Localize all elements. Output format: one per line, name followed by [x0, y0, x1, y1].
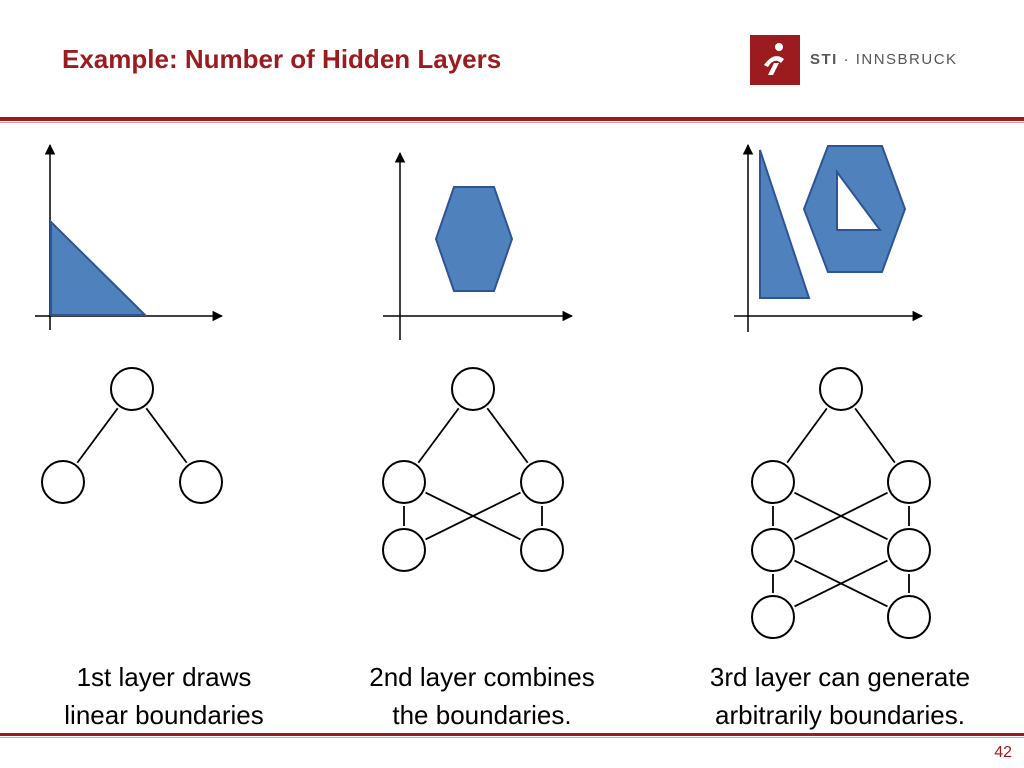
slide-title: Example: Number of Hidden Layers — [62, 44, 502, 74]
panel-1-edge-0-1 — [145, 407, 188, 464]
panel-2-hexagon-region — [434, 186, 514, 292]
page-number: 42 — [994, 744, 1012, 761]
panel-3-node-2-0 — [751, 528, 795, 572]
panel-2-axes — [383, 151, 574, 340]
header-rule — [0, 117, 1024, 121]
panel-2-edge-x-1-b — [425, 491, 521, 541]
panel-2-node-1-1 — [520, 460, 564, 504]
panel-2-edge-0-1 — [486, 407, 529, 464]
panel-2-caption: 2nd layer combines the boundaries. — [322, 658, 642, 734]
panel-3-axes — [734, 143, 924, 332]
panel-3-edge-x-2-b — [794, 559, 888, 608]
panel-2-caption-line-1: 2nd layer combines — [369, 662, 595, 692]
panel-2-node-2-0 — [382, 528, 426, 572]
panel-3-hexagon-with-hole-region — [802, 145, 907, 273]
panel-1-caption: 1st layer draws linear boundaries — [4, 658, 324, 734]
panel-1-caption-line-2: linear boundaries — [64, 700, 264, 730]
panel-1-node-1-0 — [41, 460, 85, 504]
panel-2-edge-0-0 — [417, 407, 460, 464]
panel-3-edge-0-1 — [854, 407, 896, 464]
sti-logo-wordmark: STI · INNSBRUCK — [810, 51, 958, 68]
panel-1-edge-0-0 — [76, 407, 119, 464]
panel-3-edge-0-0 — [786, 407, 828, 464]
header-rule-thin — [0, 122, 1024, 123]
panel-3-caption-line-1: 3rd layer can generate — [709, 662, 971, 692]
panel-3-triangle-region — [759, 149, 811, 299]
panel-3-caption-line-2: arbitrarily boundaries. — [714, 700, 965, 730]
panel-1-linear-region — [50, 219, 148, 316]
panel-3-node-3-0 — [751, 595, 795, 639]
panel-1-node-1-1 — [179, 460, 223, 504]
logo-brand: STI — [810, 51, 838, 68]
panel-1-caption-line-1: 1st layer draws — [76, 662, 252, 692]
panel-3-caption: 3rd layer can generate arbitrarily bound… — [680, 658, 1000, 734]
panel-3-node-1-1 — [887, 460, 931, 504]
logo-separator: · — [843, 51, 851, 68]
panel-2-node-1-0 — [382, 460, 426, 504]
panel-2-node-0-0 — [451, 367, 495, 411]
panel-1-node-0-0 — [110, 367, 154, 411]
panel-3-node-0-0 — [819, 367, 863, 411]
footer-rule-thin — [0, 737, 1024, 738]
sti-logo-mark-icon — [750, 35, 800, 85]
panel-2-node-2-1 — [520, 528, 564, 572]
footer-rule — [0, 733, 1024, 736]
panel-2-caption-line-2: the boundaries. — [392, 700, 572, 730]
panel-3-node-1-0 — [751, 460, 795, 504]
panel-3-node-3-1 — [887, 595, 931, 639]
panel-3-edge-x-1-b — [794, 491, 888, 541]
panel-3-node-2-1 — [887, 528, 931, 572]
logo-name: INNSBRUCK — [855, 51, 958, 68]
